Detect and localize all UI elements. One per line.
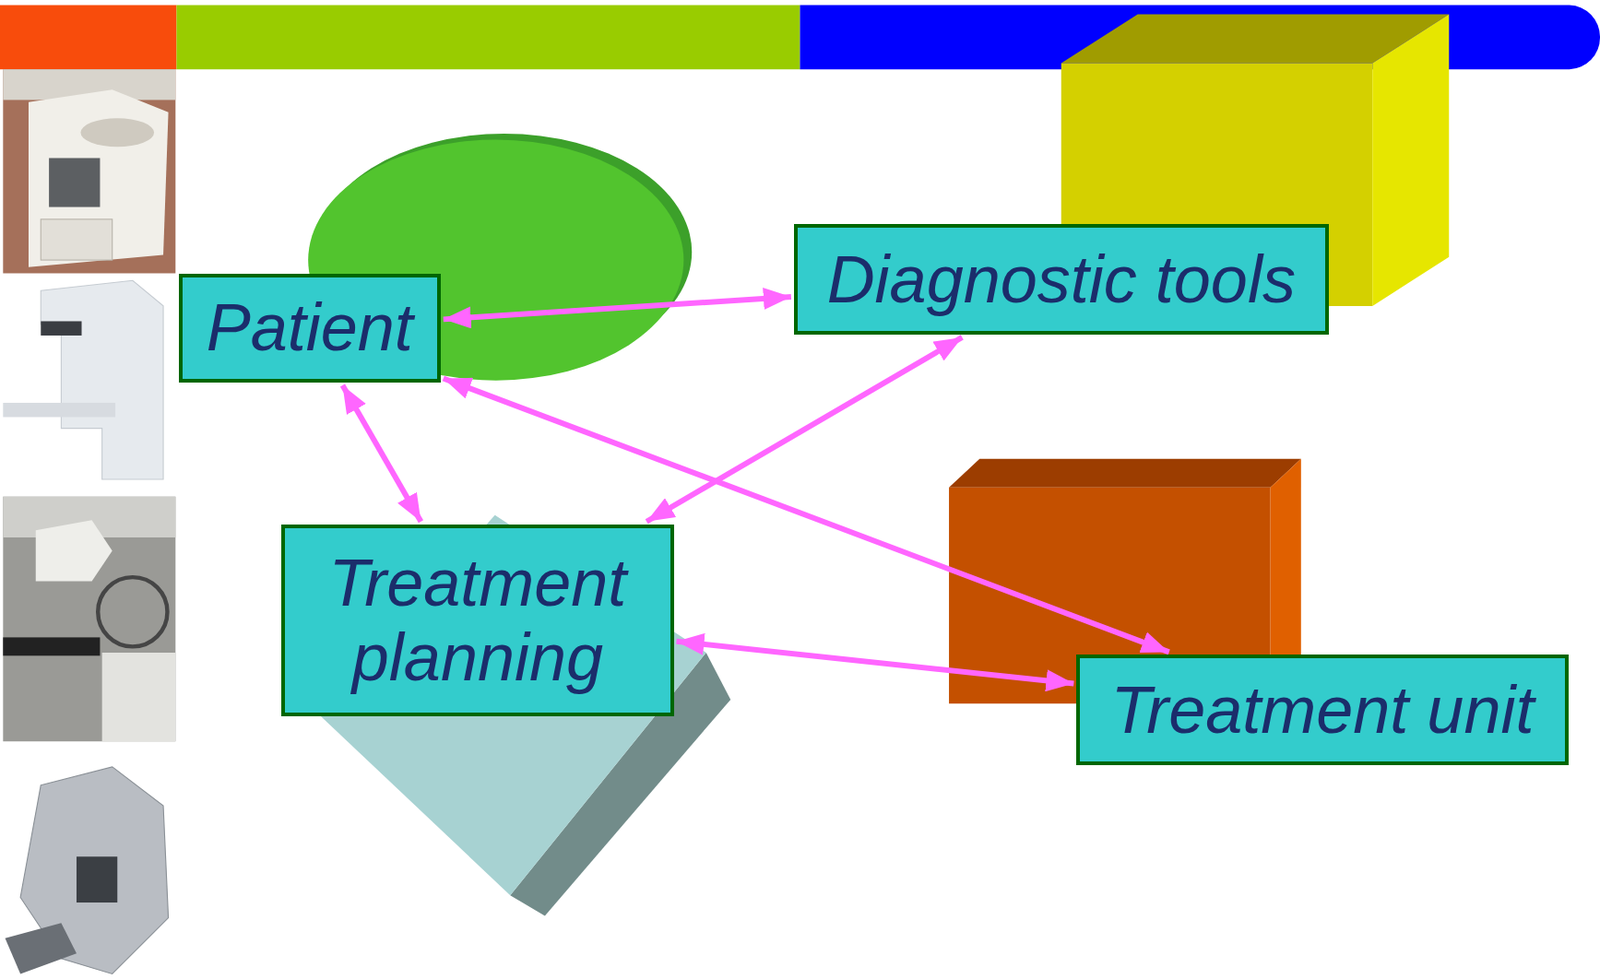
linac-photo	[40, 280, 164, 480]
photo-background	[0, 765, 176, 979]
node-label: Treatment planning	[308, 545, 646, 695]
label-box: Diagnostic tools	[794, 224, 1329, 335]
linac-photo	[76, 856, 118, 903]
linac-photo	[2, 637, 100, 656]
linac-photo	[97, 577, 167, 647]
label-box: Treatment planning	[281, 524, 674, 717]
node-label: Patient	[206, 290, 414, 366]
photo-background	[2, 69, 176, 273]
double-arrow	[342, 385, 421, 522]
label-box: Treatment unit	[1076, 654, 1568, 766]
header-bar	[176, 5, 800, 71]
linac-photo	[40, 219, 112, 261]
double-arrow	[646, 337, 962, 522]
diagnostic-box	[1372, 13, 1449, 306]
linac-photo	[80, 118, 155, 147]
photo-background	[2, 275, 176, 494]
header-bar	[800, 5, 1600, 71]
node-label: Treatment unit	[1111, 673, 1535, 748]
linac-photo	[28, 89, 169, 267]
linac-photo	[40, 320, 82, 335]
label-box: Patient	[178, 273, 441, 383]
treatment-unit-box	[948, 459, 1302, 488]
linac-photo	[102, 652, 177, 742]
double-arrow	[676, 641, 1075, 685]
header-bar	[0, 5, 177, 71]
photo-background	[2, 497, 176, 743]
linac-photo	[35, 520, 113, 581]
node-label: Diagnostic tools	[827, 242, 1296, 318]
linac-photo	[48, 157, 100, 207]
linac-photo	[5, 923, 77, 974]
double-arrow	[443, 296, 792, 320]
linac-photo	[2, 402, 116, 417]
